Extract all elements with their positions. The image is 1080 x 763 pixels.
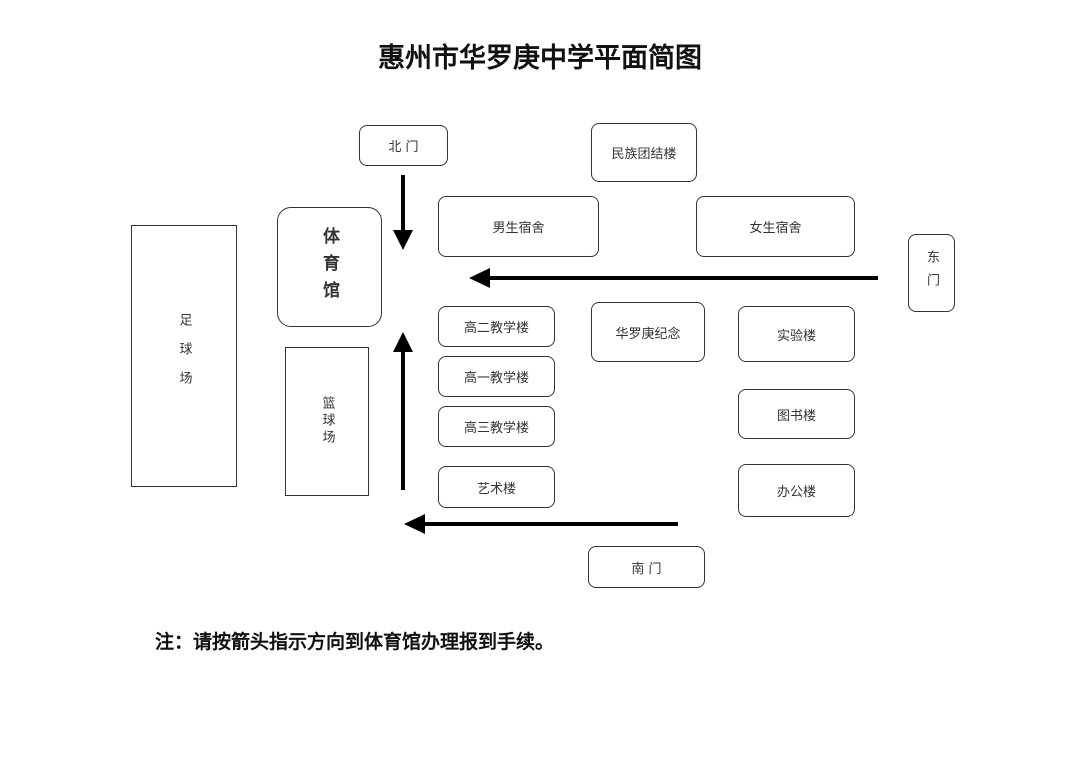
lab-building: 实验楼: [738, 306, 855, 362]
arts-building: 艺术楼: [438, 466, 555, 508]
arrow-from-east-gate: [469, 268, 878, 288]
library-building: 图书楼: [738, 389, 855, 439]
gymnasium: 体育馆: [277, 207, 382, 327]
grade2-teaching-building: 高二教学楼: [438, 306, 555, 347]
arrow-from-north-gate: [393, 175, 413, 250]
east-gate: 东门: [908, 234, 955, 312]
grade3-teaching-building: 高三教学楼: [438, 406, 555, 447]
boys-dormitory: 男生宿舍: [438, 196, 599, 257]
arrow-from-south-gate: [404, 514, 678, 534]
basketball-court: 篮球场: [285, 347, 369, 496]
south-gate: 南 门: [588, 546, 705, 588]
arrow-up-to-gymnasium: [393, 332, 413, 490]
football-field: 足球场: [131, 225, 237, 487]
grade1-teaching-building: 高一教学楼: [438, 356, 555, 397]
girls-dormitory: 女生宿舍: [696, 196, 855, 257]
north-gate: 北 门: [359, 125, 448, 166]
registration-note: 注：请按箭头指示方向到体育馆办理报到手续。: [155, 631, 555, 653]
unity-building: 民族团结楼: [591, 123, 697, 182]
hualuogeng-memorial: 华罗庚纪念: [591, 302, 705, 362]
office-building: 办公楼: [738, 464, 855, 517]
page-title: 惠州市华罗庚中学平面简图: [378, 43, 702, 74]
